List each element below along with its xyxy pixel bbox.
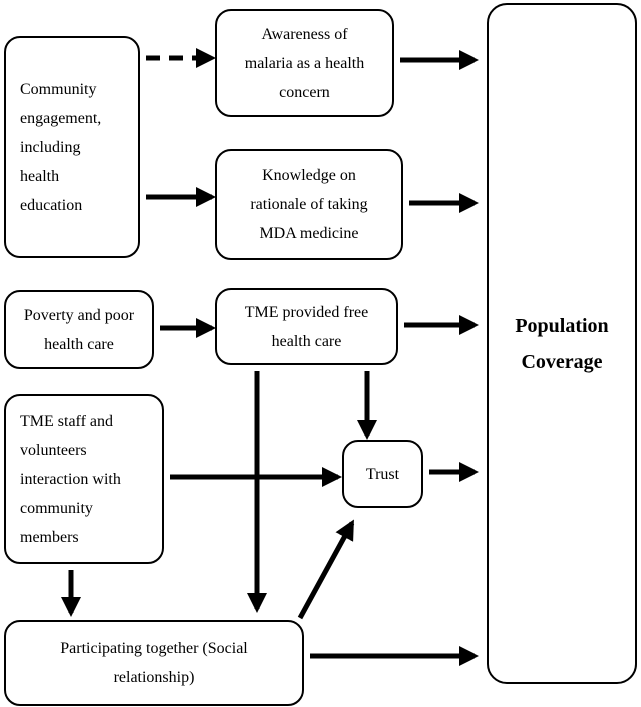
node-poverty-label: Poverty and poor health care (23, 306, 135, 353)
node-tme-free-health-care-label: TME provided free health care (244, 303, 369, 350)
node-population-coverage: Population Coverage (487, 3, 637, 684)
node-trust-label: Trust (365, 465, 400, 483)
arrow-participating-to-trust (297, 519, 355, 620)
node-tme-staff-interaction: TME staff and volunteers interaction wit… (4, 394, 164, 564)
node-knowledge-label: Knowledge on rationale of taking MDA med… (250, 167, 368, 242)
node-poverty: Poverty and poor health care (4, 290, 154, 369)
node-trust: Trust (342, 440, 423, 508)
node-community-engagement-label: Community engagement, including health e… (20, 80, 102, 214)
node-participating-together-label: Participating together (Social relations… (60, 640, 248, 686)
node-awareness-label: Awareness of malaria as a health concern (244, 25, 365, 101)
node-tme-staff-interaction-label: TME staff and volunteers interaction wit… (20, 412, 121, 546)
node-tme-free-health-care: TME provided free health care (215, 288, 398, 365)
node-knowledge: Knowledge on rationale of taking MDA med… (215, 149, 403, 260)
node-awareness: Awareness of malaria as a health concern (215, 9, 394, 117)
node-participating-together: Participating together (Social relations… (4, 620, 304, 706)
node-community-engagement: Community engagement, including health e… (4, 36, 140, 258)
node-population-coverage-label: Population Coverage (515, 314, 609, 373)
